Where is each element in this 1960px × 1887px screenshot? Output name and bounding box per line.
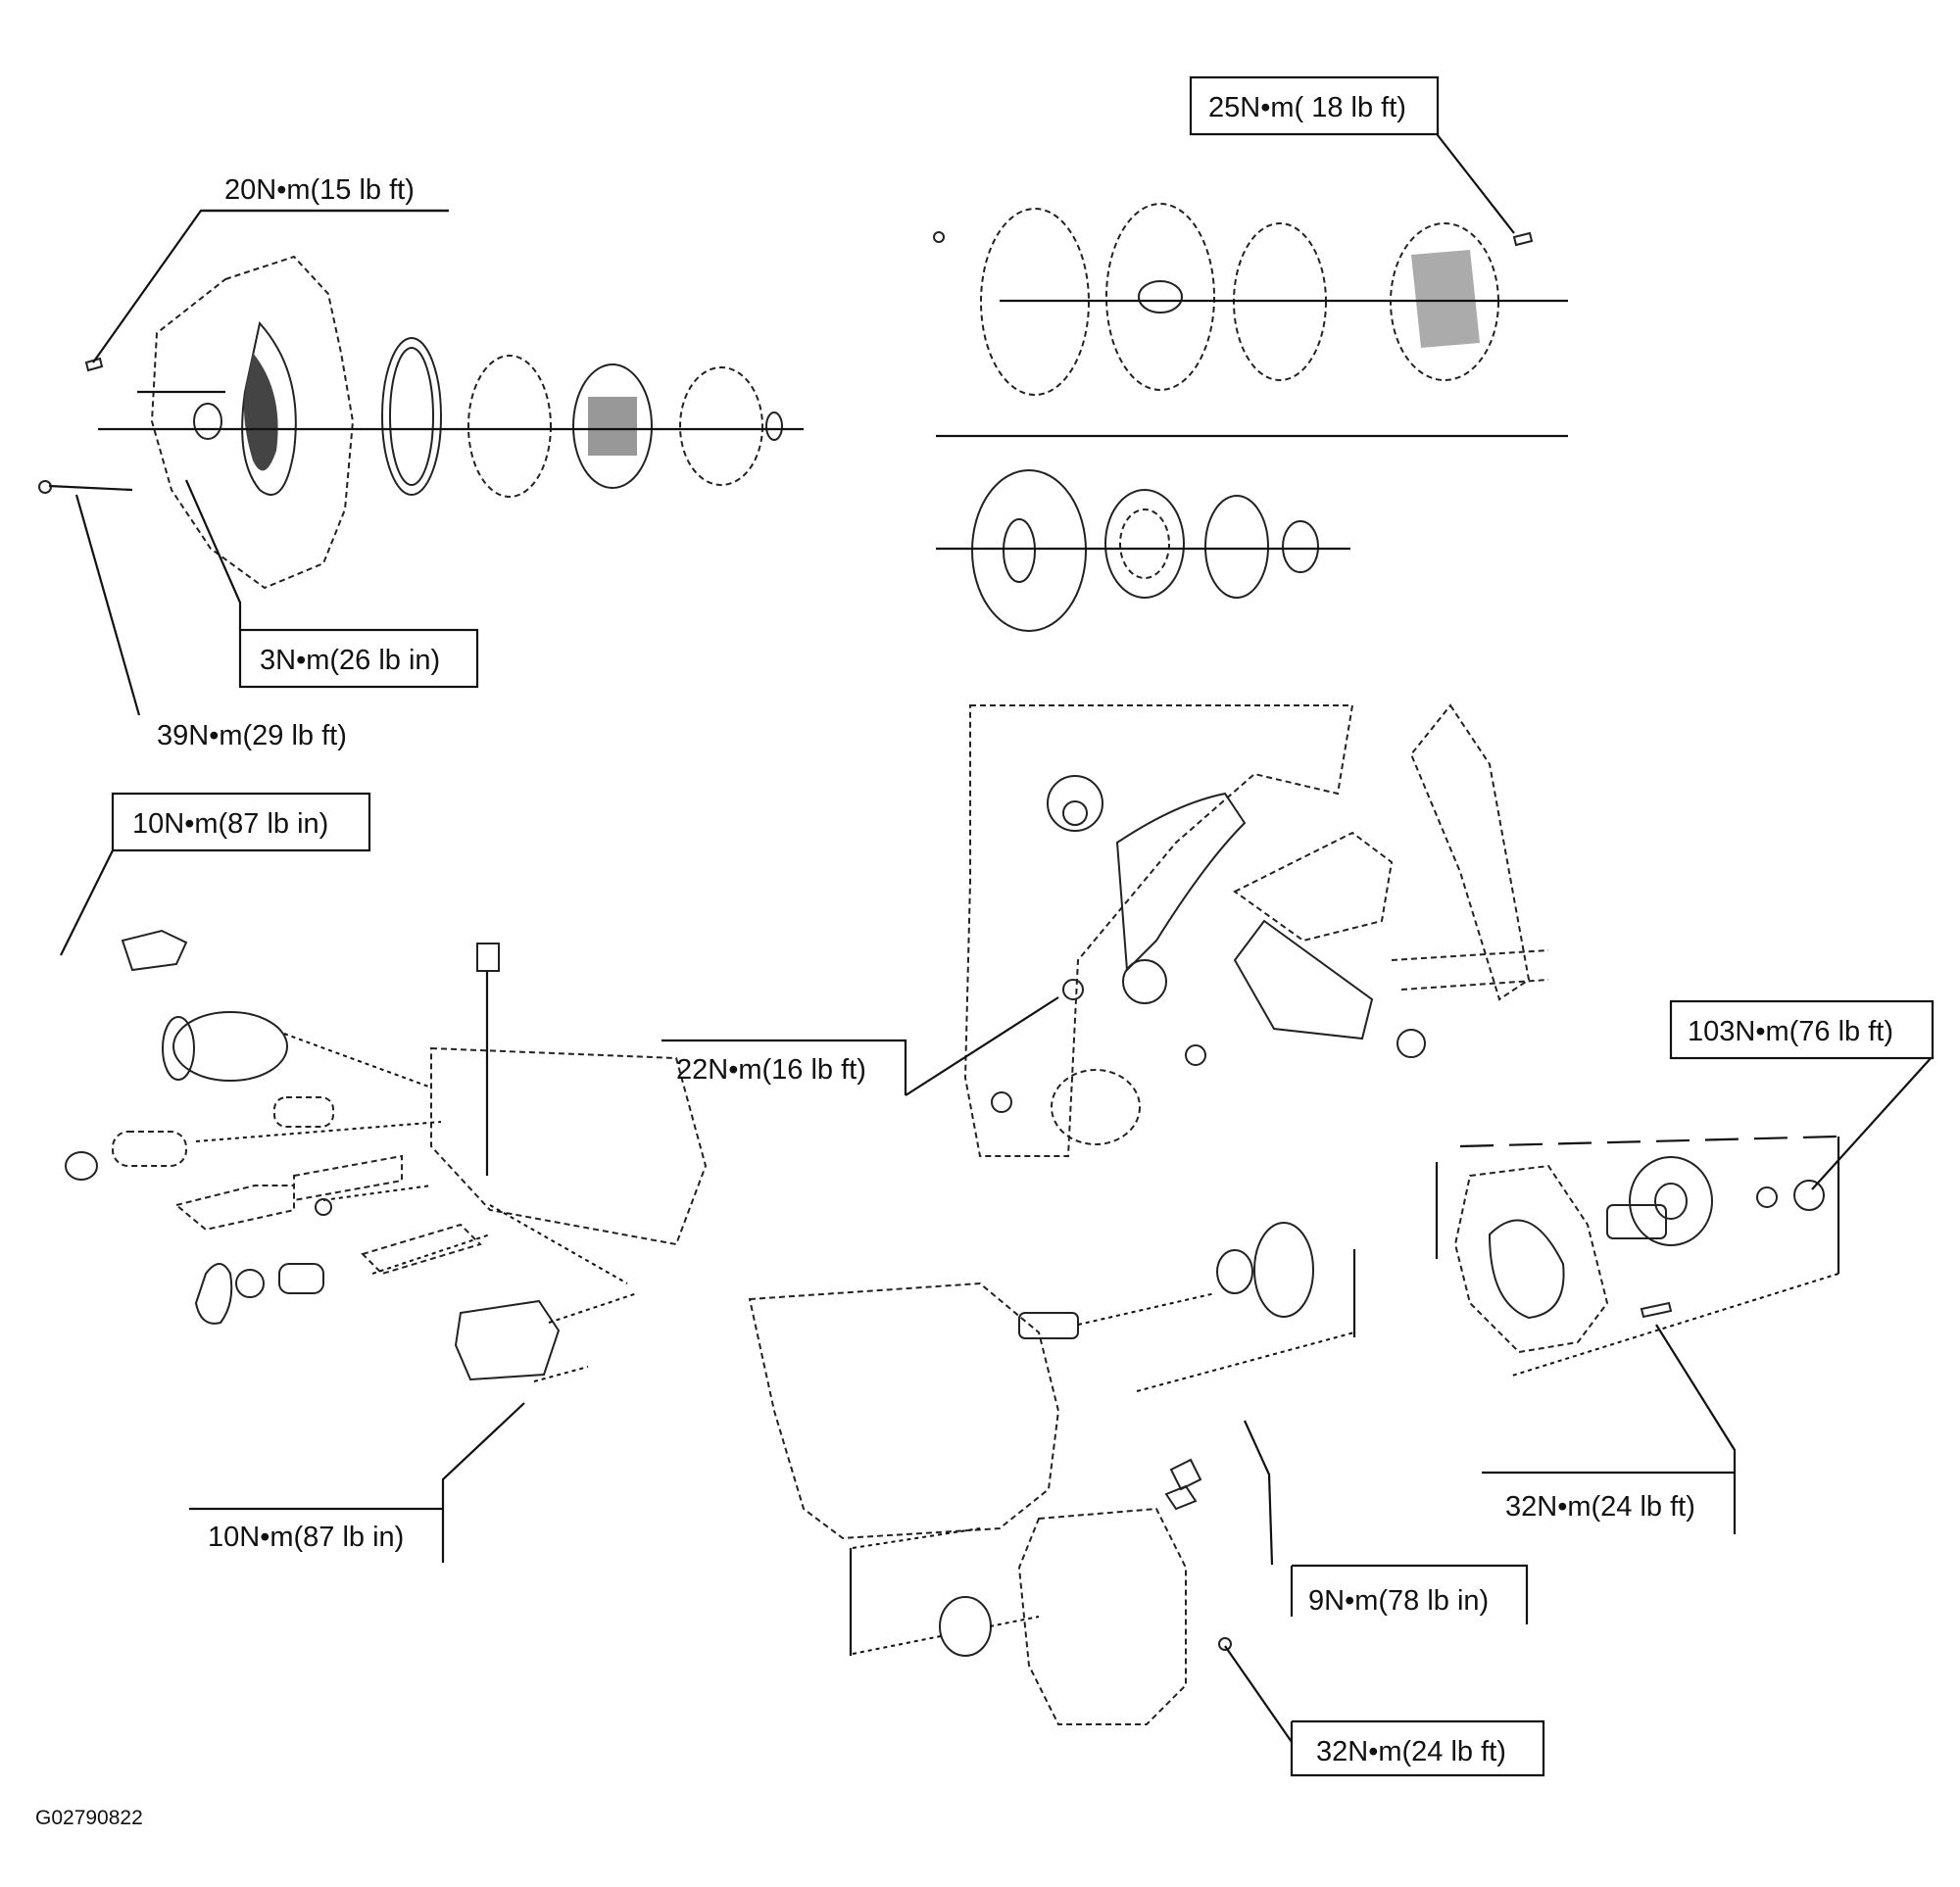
extension-housing-assembly — [1435, 1135, 1840, 1378]
torque-label-39nm: 39N•m(29 lb ft) — [157, 720, 347, 751]
torque-callout-103nm: 103N•m(76 lb ft) — [1669, 999, 1935, 1060]
torque-label-103nm: 103N•m(76 lb ft) — [1688, 1016, 1893, 1047]
torque-label-32nm-bottom: 32N•m(24 lb ft) — [1316, 1736, 1506, 1767]
torque-callout-22nm: 22N•m(16 lb ft) — [662, 1039, 907, 1095]
torque-callout-32nm-bottom: 32N•m(24 lb ft) — [1290, 1719, 1545, 1777]
valve-body-assembly — [65, 929, 708, 1382]
transaxle-mount-view — [963, 703, 1549, 1157]
figure-code: G02790822 — [35, 1807, 143, 1829]
torque-callout-39nm: 39N•m(29 lb ft) — [157, 720, 347, 751]
torque-callout-25nm: 25N•m( 18 lb ft) — [1189, 75, 1440, 136]
clutch-pack-assembly — [933, 203, 1568, 632]
oil-pump-assembly — [748, 1222, 1356, 1725]
torque-label-10nm-bottom: 10N•m(87 lb in) — [208, 1522, 404, 1553]
front-pump-assembly — [38, 255, 804, 590]
torque-label-22nm: 22N•m(16 lb ft) — [676, 1054, 866, 1086]
torque-label-9nm: 9N•m(78 lb in) — [1308, 1585, 1489, 1617]
torque-callout-10nm-bottom: 10N•m(87 lb in) — [189, 1507, 445, 1563]
torque-label-10nm-top: 10N•m(87 lb in) — [132, 808, 328, 840]
torque-label-32nm-right: 32N•m(24 lb ft) — [1505, 1491, 1695, 1523]
torque-callout-3nm: 3N•m(26 lb in) — [238, 628, 479, 689]
torque-callout-32nm-right: 32N•m(24 lb ft) — [1482, 1471, 1737, 1534]
torque-callout-9nm: 9N•m(78 lb in) — [1292, 1564, 1529, 1624]
torque-callout-20nm: 20N•m(15 lb ft) — [201, 174, 449, 213]
torque-label-20nm: 20N•m(15 lb ft) — [224, 174, 415, 206]
torque-label-3nm: 3N•m(26 lb in) — [260, 645, 440, 676]
torque-callout-10nm-top: 10N•m(87 lb in) — [111, 792, 371, 852]
torque-label-25nm: 25N•m( 18 lb ft) — [1208, 92, 1406, 123]
